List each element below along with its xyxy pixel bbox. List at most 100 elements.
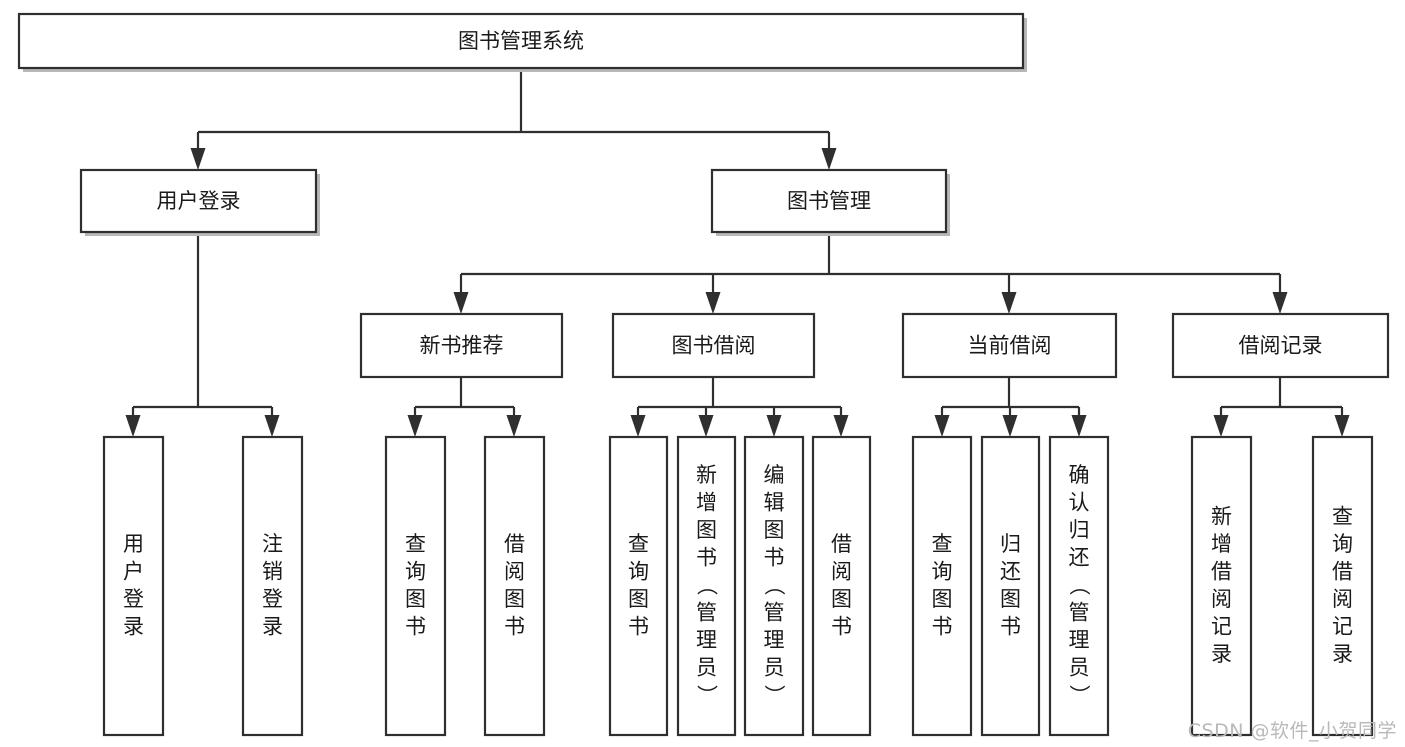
- edge-arrowhead-icon: [630, 415, 646, 437]
- node-book-borrow[interactable]: 图书借阅: [611, 312, 816, 379]
- node-label-char: 图: [1000, 587, 1021, 611]
- node-leaf-user-login[interactable]: 用户登录: [102, 435, 165, 737]
- node-label-char: 书: [504, 614, 525, 638]
- node-box[interactable]: [359, 312, 564, 379]
- node-label-char: 图: [504, 587, 525, 611]
- node-box[interactable]: [483, 435, 546, 737]
- node-label-char: 阅: [1211, 587, 1232, 611]
- node-label-char: （: [1067, 575, 1091, 596]
- edge-group: [190, 68, 837, 170]
- node-label-char: （: [762, 575, 786, 596]
- node-box[interactable]: [17, 12, 1025, 70]
- node-label-char: 注: [262, 532, 283, 556]
- node-label-char: ）: [762, 685, 786, 706]
- edge-arrowhead-icon: [1071, 415, 1087, 437]
- node-label: 图书管理系统: [458, 29, 584, 53]
- edges-layer: [125, 68, 1350, 437]
- edge-arrowhead-icon: [766, 415, 782, 437]
- node-new-book-rec[interactable]: 新书推荐: [359, 312, 564, 379]
- node-box[interactable]: [1171, 312, 1390, 379]
- node-box[interactable]: [241, 435, 304, 737]
- node-label-char: 新: [1211, 504, 1232, 528]
- edge-arrowhead-icon: [1272, 292, 1288, 314]
- node-label-char: ）: [1067, 685, 1091, 706]
- node-label-char: 销: [262, 559, 283, 583]
- node-label-char: 阅: [831, 559, 852, 583]
- edge-arrowhead-icon: [1002, 415, 1018, 437]
- node-box[interactable]: [980, 435, 1041, 737]
- node-label-char: 查: [932, 532, 953, 556]
- node-box[interactable]: [676, 435, 737, 737]
- node-label-char: 查: [628, 532, 649, 556]
- node-label-char: 询: [1332, 532, 1353, 556]
- node-label-char: 询: [932, 559, 953, 583]
- node-label-char: 录: [262, 614, 283, 638]
- node-borrow-record[interactable]: 借阅记录: [1171, 312, 1390, 379]
- edge-group: [125, 232, 280, 437]
- edge-arrowhead-icon: [705, 292, 721, 314]
- node-label-char: 图: [932, 587, 953, 611]
- node-box[interactable]: [384, 435, 447, 737]
- node-box[interactable]: [811, 435, 872, 737]
- node-label: 借阅记录: [1239, 334, 1323, 358]
- node-box[interactable]: [1190, 435, 1253, 737]
- node-label-char: 归: [1069, 518, 1090, 542]
- edge-arrowhead-icon: [453, 292, 469, 314]
- node-box[interactable]: [608, 435, 669, 737]
- node-label-char: 记: [1211, 614, 1232, 638]
- node-label-char: 新: [696, 463, 717, 487]
- node-box[interactable]: [79, 168, 318, 234]
- edge-arrowhead-icon: [506, 415, 522, 437]
- node-box[interactable]: [102, 435, 165, 737]
- node-box[interactable]: [911, 435, 973, 737]
- node-label-char: 户: [123, 559, 144, 583]
- node-label-char: 询: [628, 559, 649, 583]
- node-label-char: 还: [1000, 559, 1021, 583]
- node-box[interactable]: [743, 435, 805, 737]
- node-label: 当前借阅: [968, 334, 1052, 358]
- edge-arrowhead-icon: [1001, 292, 1017, 314]
- node-label-char: 用: [123, 532, 144, 556]
- node-user-login[interactable]: 用户登录: [79, 168, 320, 236]
- node-label-char: 图: [405, 587, 426, 611]
- node-label-char: 书: [405, 614, 426, 638]
- node-label-char: 书: [1000, 614, 1021, 638]
- node-label-char: 登: [123, 587, 144, 611]
- node-label-char: 员: [764, 656, 785, 680]
- node-label-char: 书: [696, 546, 717, 570]
- edge-group: [1213, 377, 1350, 437]
- node-current-borrow[interactable]: 当前借阅: [901, 312, 1118, 379]
- edge-arrowhead-icon: [190, 148, 206, 170]
- node-label-char: 理: [696, 628, 717, 652]
- node-label: 图书管理: [787, 189, 871, 213]
- node-label-char: 理: [764, 628, 785, 652]
- node-box[interactable]: [710, 168, 948, 234]
- node-root[interactable]: 图书管理系统: [17, 12, 1027, 72]
- node-box[interactable]: [1048, 435, 1110, 737]
- node-label-char: 录: [123, 614, 144, 638]
- node-label-char: 认: [1069, 491, 1090, 515]
- node-label-char: 编: [764, 463, 785, 487]
- node-book-manage[interactable]: 图书管理: [710, 168, 950, 236]
- node-label-char: 书: [764, 546, 785, 570]
- edge-arrowhead-icon: [125, 415, 141, 437]
- node-box[interactable]: [611, 312, 816, 379]
- node-label-char: 记: [1332, 614, 1353, 638]
- node-box[interactable]: [1311, 435, 1374, 737]
- node-label-char: 归: [1000, 532, 1021, 556]
- node-box[interactable]: [901, 312, 1118, 379]
- edge-arrowhead-icon: [264, 415, 280, 437]
